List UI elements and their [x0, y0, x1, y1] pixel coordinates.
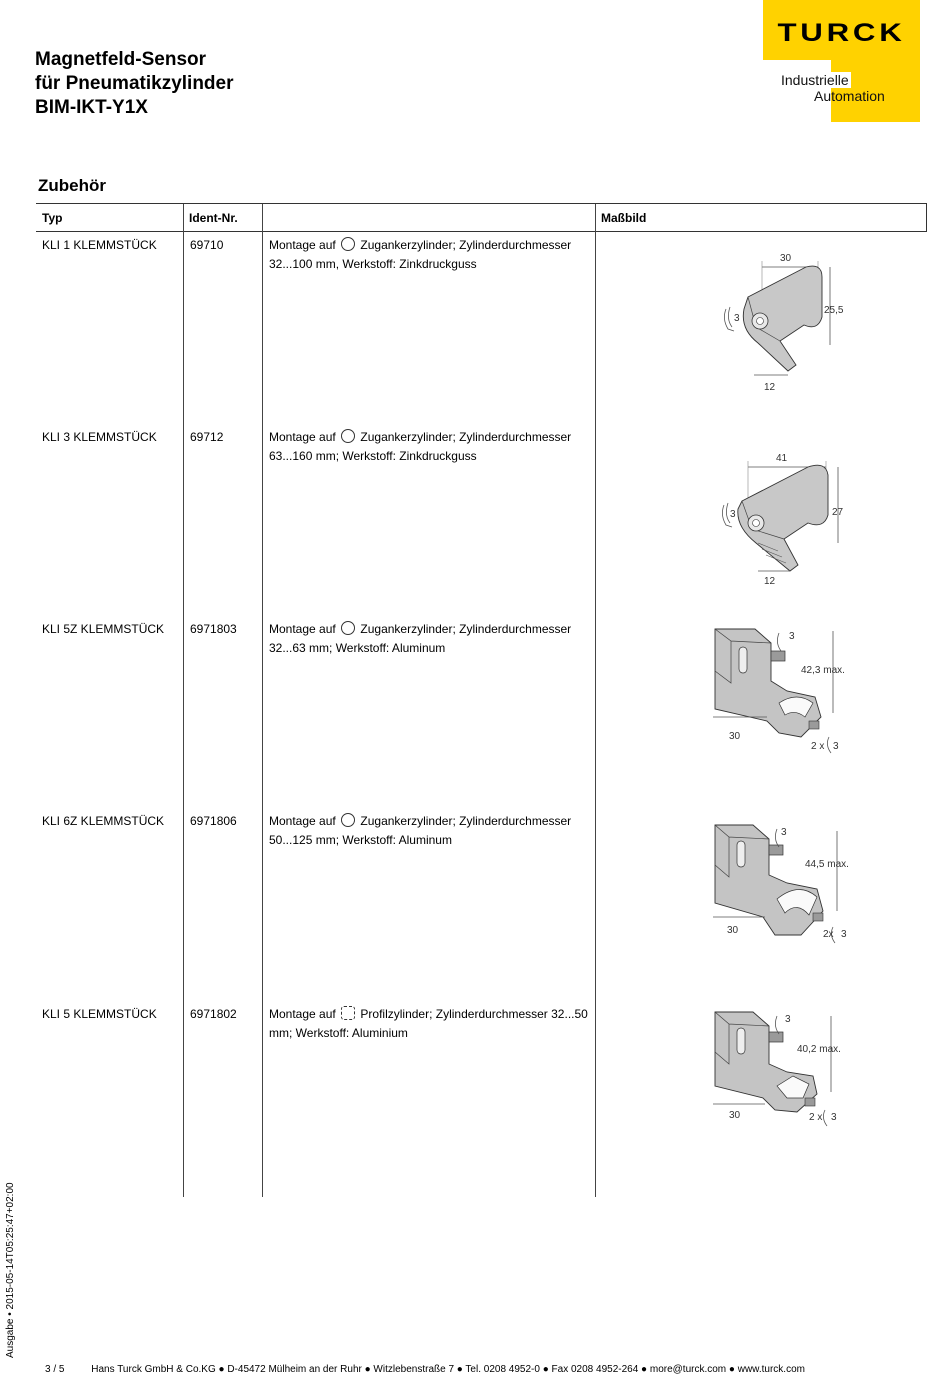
cell-description: Montage auf Zugankerzylinder; Zylinderdu…	[269, 620, 589, 658]
cell-description: Montage auf Zugankerzylinder; Zylinderdu…	[269, 812, 589, 850]
dim-bottom: 12	[764, 576, 776, 587]
dim-right: 27	[832, 507, 844, 518]
clamp-drawing: 3 42,3 max. 30 2 x 3	[713, 628, 845, 754]
table-row: KLI 1 KLEMMSTÜCK 69710 Montage auf Zugan…	[0, 233, 950, 425]
turck-logo: TURCK	[777, 19, 906, 47]
desc-prefix: Montage auf	[269, 622, 336, 636]
dim-bottom: 30	[727, 925, 739, 936]
dim-right: 42,3 max.	[801, 665, 845, 676]
table-row: KLI 3 KLEMMSTÜCK 69712 Montage auf Zugan…	[0, 425, 950, 617]
clamp-drawing: 3 44,5 max. 30 2x 3	[713, 824, 849, 944]
title-line-3: BIM-IKT-Y1X	[35, 97, 148, 118]
title-line-2: für Pneumatikzylinder	[35, 73, 234, 94]
cell-typ: KLI 5Z KLEMMSTÜCK	[42, 622, 165, 636]
column-divider	[595, 204, 596, 1197]
document-title: Magnetfeld-Sensor für Pneumatikzylinder …	[35, 48, 234, 120]
dim-bottom: 30	[729, 1110, 741, 1121]
dim-right: 25,5	[824, 305, 844, 316]
title-line-1: Magnetfeld-Sensor	[35, 49, 207, 70]
dim-screw-size: 3	[833, 741, 839, 752]
edition-date: Ausgabe • 2015-05-14T05:25:47+02:00	[5, 1182, 16, 1358]
dim-screws: 2 x	[811, 741, 824, 752]
brand-tagline-2: Automation	[814, 88, 885, 104]
dim-left: 3	[730, 509, 736, 520]
clamp-drawing: 41 27 12 3	[722, 453, 844, 587]
brand-bar-side	[831, 60, 920, 122]
cell-typ: KLI 3 KLEMMSTÜCK	[42, 430, 157, 444]
profile-cylinder-icon	[341, 1006, 356, 1020]
round-cylinder-icon	[341, 621, 356, 635]
dim-top: 3	[781, 827, 787, 838]
dim-screw-size: 3	[841, 929, 847, 940]
cell-ident: 69712	[190, 430, 224, 444]
round-cylinder-icon	[341, 237, 356, 251]
cell-typ: KLI 6Z KLEMMSTÜCK	[42, 814, 165, 828]
dim-top: 30	[780, 253, 792, 264]
cell-ident: 6971802	[190, 1007, 237, 1021]
dim-screws: 2x	[823, 929, 834, 940]
column-header-massbild: Maßbild	[601, 211, 647, 225]
column-divider	[183, 204, 184, 1197]
dim-right: 40,2 max.	[797, 1044, 841, 1055]
brand-bar	[763, 0, 920, 60]
dim-top: 3	[789, 631, 795, 642]
desc-text: Profilzylinder; Zylinderdurchmesser 32..…	[269, 1007, 588, 1040]
cell-typ: KLI 1 KLEMMSTÜCK	[42, 238, 157, 252]
cell-ident: 6971806	[190, 814, 237, 828]
cell-ident: 6971803	[190, 622, 237, 636]
desc-prefix: Montage auf	[269, 1007, 336, 1021]
cell-ident: 69710	[190, 238, 224, 252]
page-number: 3 / 5	[45, 1364, 65, 1375]
round-cylinder-icon	[341, 813, 356, 827]
brand-logo-block: TURCK Industrielle Automation	[763, 0, 920, 122]
clamp-drawing: 3 40,2 max. 30 2 x 3	[713, 1011, 841, 1127]
table-row: KLI 5Z KLEMMSTÜCK 6971803 Montage auf Zu…	[0, 617, 950, 809]
footer: 3 / 5 Hans Turck GmbH & Co.KG ● D-45472 …	[45, 1364, 805, 1375]
cell-description: Montage auf Zugankerzylinder; Zylinderdu…	[269, 236, 589, 274]
dim-screws: 2 x	[809, 1112, 822, 1123]
table-row: KLI 5 KLEMMSTÜCK 6971802 Montage auf Pro…	[0, 1002, 950, 1194]
desc-prefix: Montage auf	[269, 238, 336, 252]
brand-tagline-1: Industrielle	[781, 72, 851, 88]
desc-text: Zugankerzylinder; Zylinderdurchmesser 32…	[269, 238, 572, 271]
desc-text: Zugankerzylinder; Zylinderdurchmesser 63…	[269, 430, 572, 463]
dim-right: 44,5 max.	[805, 859, 849, 870]
cell-description: Montage auf Profilzylinder; Zylinderdurc…	[269, 1005, 589, 1043]
column-header-typ: Typ	[42, 211, 63, 225]
desc-text: Zugankerzylinder; Zylinderdurchmesser 32…	[269, 622, 572, 655]
desc-text: Zugankerzylinder; Zylinderdurchmesser 50…	[269, 814, 572, 847]
table-row: KLI 6Z KLEMMSTÜCK 6971806 Montage auf Zu…	[0, 809, 950, 1001]
clamp-drawing: 30 25,5 12 3	[724, 253, 844, 393]
dim-top: 3	[785, 1014, 791, 1025]
dim-bottom: 30	[729, 731, 741, 742]
dim-bottom: 12	[764, 382, 776, 393]
round-cylinder-icon	[341, 429, 356, 443]
table-header: Typ Ident-Nr. Maßbild	[36, 203, 927, 232]
desc-prefix: Montage auf	[269, 814, 336, 828]
column-header-ident: Ident-Nr.	[189, 211, 238, 225]
column-divider	[262, 204, 263, 1197]
cell-typ: KLI 5 KLEMMSTÜCK	[42, 1007, 157, 1021]
desc-prefix: Montage auf	[269, 430, 336, 444]
dim-top: 41	[776, 453, 788, 464]
company-info: Hans Turck GmbH & Co.KG ● D-45472 Mülhei…	[91, 1364, 805, 1375]
cell-description: Montage auf Zugankerzylinder; Zylinderdu…	[269, 428, 589, 466]
section-title: Zubehör	[38, 176, 106, 195]
dim-left: 3	[734, 313, 740, 324]
dim-screw-size: 3	[831, 1112, 837, 1123]
